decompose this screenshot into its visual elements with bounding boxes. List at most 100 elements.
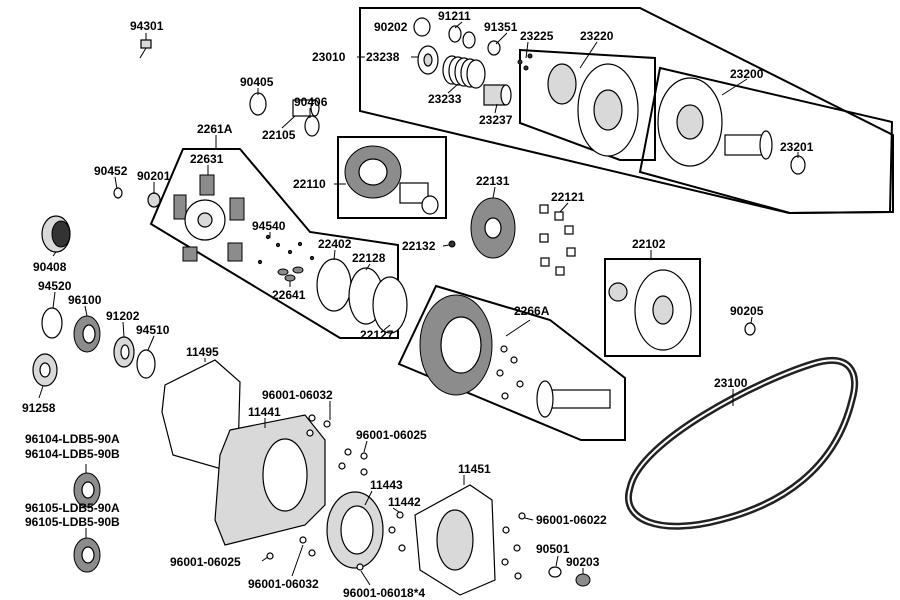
bolts-96001-06018-shape	[356, 563, 364, 571]
sleeve-22105-shape	[292, 99, 320, 117]
group-outline-23220	[519, 48, 656, 161]
label-96105-ldb5-90b: 96105-LDB5-90B	[25, 515, 120, 529]
label-90202: 90202	[374, 20, 408, 34]
one-way-clutch-22110-shape	[344, 145, 439, 215]
label-96001-06032-bottom: 96001-06032	[248, 577, 319, 591]
label-90203: 90203	[566, 555, 600, 569]
label-22105: 22105	[262, 128, 296, 142]
label-22131: 22131	[476, 174, 510, 188]
label-22402: 22402	[318, 237, 352, 251]
label-22110: 22110	[293, 177, 326, 191]
label-90408: 90408	[33, 260, 67, 274]
bolt-94301-shape	[139, 39, 152, 59]
label-90406: 90406	[294, 95, 328, 109]
label-91351: 91351	[484, 20, 518, 34]
label-94510: 94510	[136, 323, 170, 337]
pins-23225-shape	[517, 53, 533, 71]
label-2266A: 2266A	[514, 304, 550, 318]
group-outline-2266A	[397, 284, 626, 441]
bearing-23201-shape	[790, 155, 806, 175]
label-2261A: 2261A	[197, 122, 233, 136]
label-11451: 11451	[458, 462, 491, 476]
nut-90205-shape	[744, 322, 756, 336]
label-23200: 23200	[730, 67, 764, 81]
bolts-96001-06025-right-shape	[338, 448, 368, 476]
ring-91211-b-shape	[462, 31, 476, 49]
nut-90203-shape	[575, 573, 591, 587]
label-11441: 11441	[248, 405, 281, 419]
label-96105-ldb5-90a: 96105-LDB5-90A	[25, 501, 120, 515]
washer-90501-shape	[548, 566, 562, 578]
label-23201: 23201	[780, 140, 814, 154]
seal-90408-shape	[41, 215, 71, 253]
ring-91351-shape	[487, 40, 501, 56]
washer-90202-shape	[413, 17, 431, 37]
springs-94540-22641-shape	[257, 234, 315, 282]
label-11495: 11495	[186, 345, 219, 359]
group-outline-22110	[337, 136, 447, 219]
label-90405: 90405	[240, 75, 274, 89]
bolts-96001-06022-shape	[501, 512, 526, 580]
leader-lines	[38, 21, 799, 586]
bolt-90452-shape	[113, 187, 123, 199]
label-22128: 22128	[352, 251, 386, 265]
label-96100: 96100	[68, 293, 102, 307]
cover-11441-opening	[262, 438, 308, 512]
label-96104-ldb5-90a: 96104-LDB5-90A	[25, 432, 120, 446]
fan-pulley-22102-shape	[608, 269, 692, 351]
label-23237: 23237	[479, 113, 513, 127]
label-91258: 91258	[22, 401, 56, 415]
label-22641: 22641	[272, 288, 306, 302]
pin-22132-shape	[448, 240, 456, 248]
ring-91211-a-shape	[448, 25, 462, 43]
group-outline-23010	[359, 7, 894, 215]
label-96001-06025-left: 96001-06025	[170, 555, 241, 569]
clutch-2261A-parts	[173, 174, 245, 262]
bolts-96001-06032-bottom-shape	[299, 536, 316, 557]
seal-96105-shape	[73, 537, 101, 573]
label-94540: 94540	[252, 219, 286, 233]
label-90201: 90201	[137, 169, 171, 183]
ring-90201-shape	[147, 192, 161, 208]
label-91202: 91202	[106, 309, 140, 323]
sleeve-23237-shape	[483, 84, 512, 106]
bolts-11443-shape	[388, 511, 406, 552]
washer-91202-shape	[113, 336, 135, 368]
label-90452: 90452	[94, 164, 128, 178]
label-94301: 94301	[130, 19, 164, 33]
part-labels: 94301 90202 91211 91351 23225 23220 2301…	[22, 9, 814, 600]
spring-23233-shape	[442, 55, 486, 89]
label-23010: 23010	[312, 50, 346, 64]
rollers-22121-shape	[539, 204, 576, 276]
label-94520: 94520	[38, 279, 72, 293]
label-23238: 23238	[366, 50, 400, 64]
label-22631: 22631	[190, 152, 224, 166]
group-outline-23200	[638, 66, 894, 215]
label-96104-ldb5-90b: 96104-LDB5-90B	[25, 447, 120, 461]
label-23220: 23220	[580, 29, 614, 43]
label-91211: 91211	[438, 9, 471, 23]
label-23100: 23100	[714, 376, 748, 390]
clutch-drum-22131-shape	[470, 197, 516, 259]
ring-90406-shape	[304, 115, 320, 137]
washer-23238-hole	[423, 53, 433, 67]
bearing-96100-shape	[73, 315, 101, 353]
label-22127: 22127	[360, 328, 394, 342]
bolts-2266A-shape	[496, 345, 524, 400]
label-96001-06022: 96001-06022	[536, 513, 607, 527]
label-90205: 90205	[730, 304, 764, 318]
plates-22402-22128-22127-shape	[316, 258, 408, 334]
ring-94510-shape	[136, 349, 156, 379]
housing-11442-shape	[326, 491, 384, 569]
seal-96104-shape	[73, 472, 101, 508]
bolts-96001-06032-top-shape	[306, 414, 331, 437]
label-23225: 23225	[520, 29, 554, 43]
label-96001-06025-right: 96001-06025	[356, 428, 427, 442]
label-23233: 23233	[428, 92, 462, 106]
sheave-23200-shape	[657, 77, 773, 167]
cover-11451-opening	[436, 509, 474, 571]
label-22121: 22121	[551, 190, 585, 204]
label-96001-06032-top: 96001-06032	[262, 388, 333, 402]
ring-94520-shape	[41, 307, 63, 339]
